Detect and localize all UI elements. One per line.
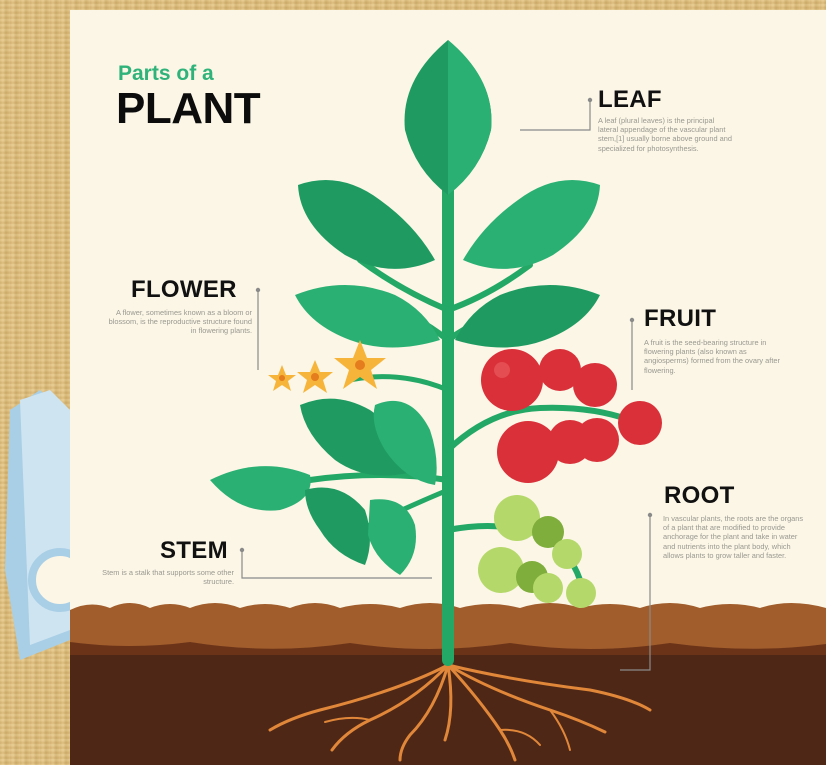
fruit-label: FRUIT	[644, 305, 716, 333]
leaf-label: LEAF	[598, 86, 662, 114]
green-fruits	[478, 495, 596, 608]
decorative-blue-shape	[0, 390, 70, 660]
flower-label: FLOWER	[131, 276, 237, 304]
flowers	[268, 340, 386, 393]
title-line-2: PLANT	[116, 84, 260, 134]
stem-description: Stem is a stalk that supports some other…	[100, 568, 234, 586]
fruit-description: A fruit is the seed-bearing structure in…	[644, 338, 790, 375]
leaves	[210, 40, 600, 575]
root-description: In vascular plants, the roots are the or…	[663, 514, 810, 560]
leaf-description: A leaf (plural leaves) is the principal …	[598, 116, 732, 153]
title-line-1: Parts of a	[118, 62, 214, 86]
flower-description: A flower, sometimes known as a bloom or …	[102, 308, 252, 336]
stem-label: STEM	[160, 537, 228, 565]
root-label: ROOT	[664, 482, 735, 510]
plant-infographic: Parts of a PLANT LEAF A leaf (plural lea…	[70, 10, 826, 765]
